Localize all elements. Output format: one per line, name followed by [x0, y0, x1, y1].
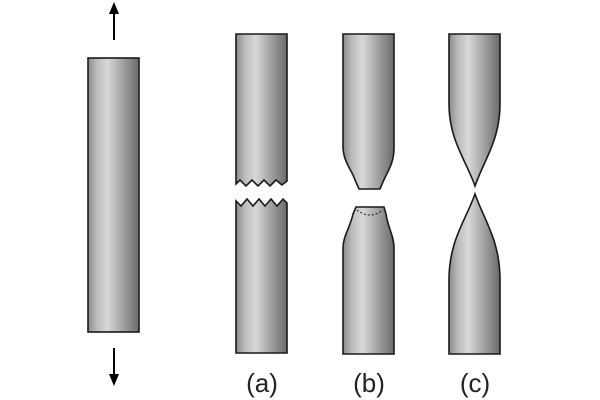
label-a: (a)	[246, 368, 278, 398]
label-c: (c)	[460, 368, 490, 398]
rod-a-upper	[235, 33, 288, 188]
intact-rod	[87, 57, 140, 333]
specimen-c-ductile	[448, 33, 501, 355]
rod-c-upper	[448, 33, 501, 189]
rod-b-lower	[342, 206, 395, 355]
arrow-down-icon	[109, 348, 119, 386]
specimen-under-tension	[87, 2, 140, 386]
specimen-a-brittle	[235, 33, 288, 354]
rod-b-upper	[342, 33, 395, 190]
rod-a-lower	[235, 197, 288, 354]
arrow-up-icon	[109, 2, 119, 40]
specimen-b-ductile	[342, 33, 395, 355]
rod-c-lower	[448, 191, 501, 355]
label-b: (b)	[353, 368, 385, 398]
rod-b-cup-edge	[356, 209, 384, 216]
